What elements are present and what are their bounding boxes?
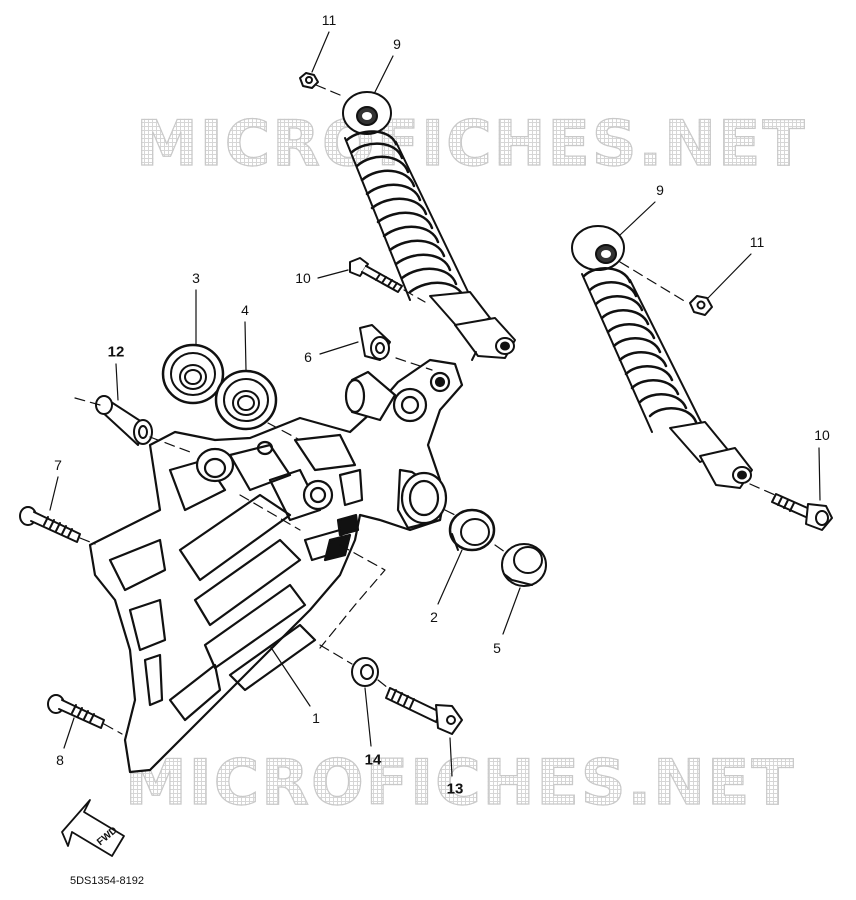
bolt-8	[47, 694, 105, 729]
bearing-3	[161, 343, 225, 405]
collar-6	[359, 324, 391, 361]
callout-12: 12	[107, 343, 125, 361]
callout-2: 2	[430, 609, 438, 625]
watermark-top: MICROFICHES.NET	[135, 107, 807, 180]
nut-11-right	[689, 295, 713, 316]
callout-10: 10	[295, 270, 311, 286]
washer-14	[351, 657, 379, 687]
callout-14: 14	[364, 751, 382, 769]
callout-9: 9	[656, 182, 664, 198]
shock-absorber-left	[342, 91, 516, 361]
callout-11: 11	[749, 234, 765, 250]
callout-8: 8	[56, 752, 64, 768]
bolt-13	[385, 687, 463, 735]
bearing-4	[214, 369, 278, 431]
collar-12	[95, 395, 153, 446]
callout-6: 6	[304, 349, 312, 365]
bolt-10-upper	[349, 257, 403, 293]
cap-5	[501, 543, 547, 587]
bolt-10-lower	[771, 493, 833, 531]
watermark-bottom: MICROFICHES.NET	[124, 746, 796, 819]
callout-11: 11	[321, 12, 337, 28]
callout-9: 9	[393, 36, 401, 52]
bracket-assembly	[88, 358, 464, 774]
nut-11-left	[299, 72, 319, 89]
bushing-2	[448, 508, 496, 552]
callout-5: 5	[493, 640, 501, 656]
shock-absorber-right	[571, 225, 753, 489]
bolt-7	[19, 506, 81, 543]
assembly-lines	[74, 84, 776, 735]
callout-10: 10	[814, 427, 830, 443]
leader-lines	[49, 31, 821, 777]
callout-1: 1	[312, 710, 320, 726]
part-code: 5DS1354-8192	[70, 875, 145, 887]
callout-13: 13	[446, 780, 464, 798]
callout-4: 4	[241, 302, 249, 318]
callout-3: 3	[192, 270, 200, 286]
fwd-arrow-icon	[61, 799, 125, 857]
callout-7: 7	[54, 457, 62, 473]
